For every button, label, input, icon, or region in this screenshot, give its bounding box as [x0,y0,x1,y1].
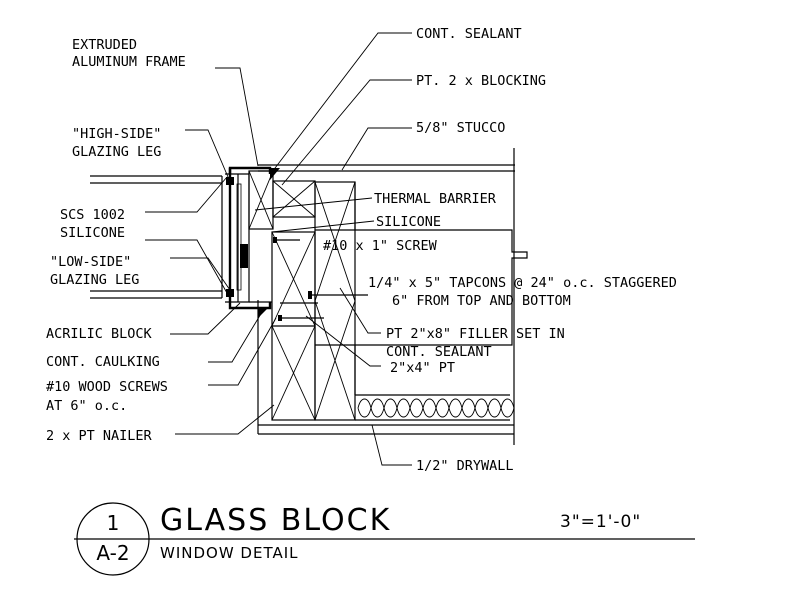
title-block: 1 A-2 GLASS BLOCK WINDOW DETAIL 3"=1'-0" [74,502,695,576]
drawing-title: GLASS BLOCK [160,503,391,538]
filler-stack [271,181,356,421]
wall-assembly [257,148,528,445]
sheet-number: A-2 [96,541,129,565]
sealant-label: CONT. SEALANT [416,26,522,42]
aluminum-frame [225,166,280,318]
nailer-label: 2 x PT NAILER [46,428,153,444]
pt-2x4-label: 2"x4" PT [390,360,455,376]
insulation [355,394,515,421]
low-side-label-2: GLAZING LEG [50,272,139,288]
high-side-label-2: GLAZING LEG [72,144,161,160]
detail-number: 1 [107,511,120,535]
screws [273,237,368,321]
silicone-label: SILICONE [376,214,441,230]
thermal-barrier-label: THERMAL BARRIER [374,191,497,207]
drawing-scale: 3"=1'-0" [560,512,641,532]
glass-block [90,175,223,299]
wood-screws-label-1: #10 WOOD SCREWS [46,379,168,395]
scs-label-2: SILICONE [60,225,125,241]
pt-blocking [248,170,316,230]
extruded-label-1: EXTRUDED [72,37,137,53]
screw-label: #10 x 1" SCREW [323,238,438,254]
scs-label-1: SCS 1002 [60,207,125,223]
wood-screws-label-2: AT 6" o.c. [46,398,127,414]
filler-label-2: CONT. SEALANT [386,344,492,360]
drywall-label: 1/2" DRYWALL [416,458,514,474]
tapcons-label-2: 6" FROM TOP AND BOTTOM [392,293,571,309]
tapcons-label-1: 1/4" x 5" TAPCONS @ 24" o.c. STAGGERED [368,275,677,291]
low-side-label-1: "LOW-SIDE" [50,254,131,270]
caulking-label: CONT. CAULKING [46,354,160,370]
blocking-label: PT. 2 x BLOCKING [416,73,546,89]
filler-label-1: PT 2"x8" FILLER SET IN [386,326,565,342]
leader-lines [145,32,412,466]
acrilic-label: ACRILIC BLOCK [46,326,153,342]
stucco-label: 5/8" STUCCO [416,120,505,136]
high-side-label-1: "HIGH-SIDE" [72,126,161,142]
drawing-subtitle: WINDOW DETAIL [160,544,299,562]
callouts: EXTRUDED ALUMINUM FRAME "HIGH-SIDE" GLAZ… [46,26,677,474]
extruded-label-2: ALUMINUM FRAME [72,54,186,70]
